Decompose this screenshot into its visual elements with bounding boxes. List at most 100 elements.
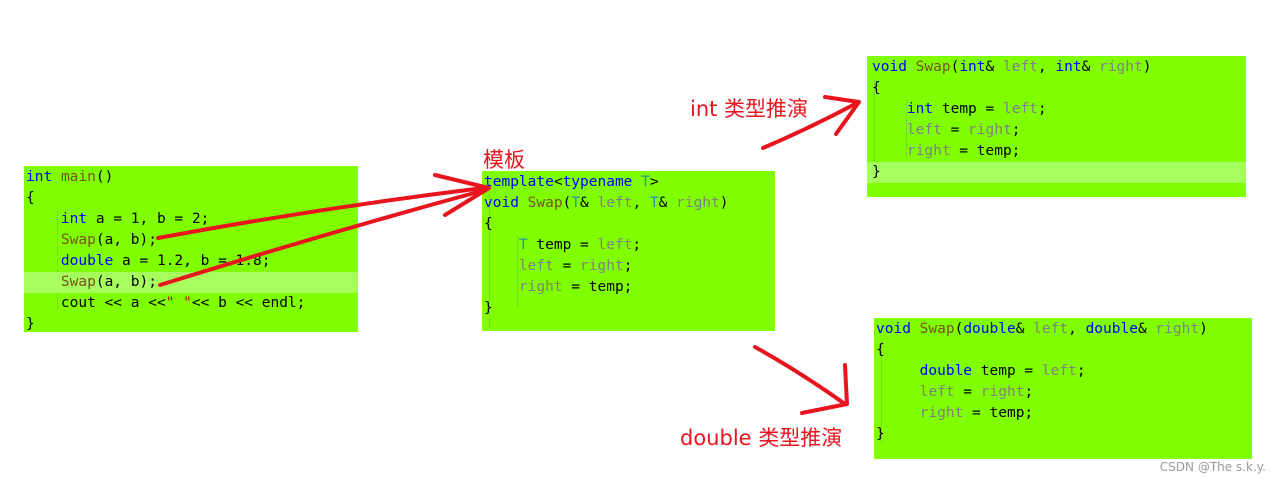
param-right: right [980,384,1025,400]
double-decl-text: a = 1.2, b = 1.8; [113,253,271,269]
code-line-close-brace: } [482,298,775,319]
keyword-void: void [484,195,519,211]
keyword-double: double [1085,321,1138,337]
indent-guide [57,210,58,310]
function-swap: Swap [60,232,96,248]
code-line-left-assign: left = right; [482,256,775,277]
param-right: right [906,143,951,159]
code-line-open-brace: { [874,340,1252,361]
open-brace: { [26,190,35,206]
code-line-close-brace: } [867,162,1246,183]
type-param-t: T [641,174,650,190]
code-line-double-signature: void Swap(double& left, double& right) [874,319,1252,340]
ampersand: & [985,59,1003,75]
arrowhead-double [800,363,849,415]
semicolon: ; [1011,122,1021,138]
code-line-swap-call-int: Swap(a, b); [24,230,358,251]
semicolon: ; [623,258,633,274]
assign-temp: = temp; [950,143,1021,159]
indent-guide [489,194,490,328]
param-right: right [1099,59,1143,75]
int-decl-text: a = 1, b = 2; [87,211,210,227]
template-code-box: template<typename T> void Swap(T& left, … [482,171,775,331]
keyword-typename: typename [562,174,633,190]
param-right: right [968,122,1012,138]
keyword-int: int [1055,59,1082,75]
param-left: left [906,122,942,138]
function-swap: Swap [919,321,955,337]
indent-guide [517,236,518,307]
code-line-open-brace: { [482,214,775,235]
function-main: main [60,169,96,185]
code-line-main-signature: int main() [24,167,358,188]
param-left: left [597,237,633,253]
swap-args: (a, b); [95,274,157,290]
ampersand: & [1137,321,1156,337]
semicolon: ; [632,237,642,253]
code-line-template-decl: template<typename T> [482,172,775,193]
paren-open: ( [950,59,960,75]
int-deduction-label: int 类型推演 [690,97,809,121]
arrowhead-int [823,95,861,136]
type-param-t: T [571,195,581,211]
param-left: left [1002,101,1038,117]
code-line-int-decl: int a = 1, b = 2; [24,209,358,230]
semicolon: ; [1076,363,1086,379]
equals: = [553,258,581,274]
indent-guide [881,341,882,443]
code-line-cout: cout << a <<" "<< b << endl; [24,293,358,314]
keyword-double: double [963,321,1016,337]
paren-open: ( [562,195,572,211]
ampersand: & [580,195,598,211]
code-line-right-assign: right = temp; [482,277,775,298]
function-swap: Swap [915,59,951,75]
equals: = [954,384,981,400]
function-swap: Swap [60,274,96,290]
temp-assign: temp = [972,363,1042,379]
angle-close: > [649,174,659,190]
close-brace: } [872,164,881,180]
semicolon: ; [1024,384,1034,400]
code-line-close-brace: } [24,314,358,335]
temp-assign: temp = [527,237,598,253]
indent-guide [906,100,907,159]
keyword-double: double [919,363,973,379]
close-brace: } [484,300,493,316]
keyword-template: template [484,174,554,190]
param-left: left [1033,321,1069,337]
paren-close: ) [719,195,729,211]
code-line-right-assign: right = temp; [867,141,1246,162]
keyword-void: void [876,321,911,337]
open-brace: { [876,342,885,358]
cout-text-end: << b << endl; [191,295,306,311]
ampersand: & [1015,321,1034,337]
code-line-temp-decl: double temp = left; [874,361,1252,382]
watermark: CSDN @The s.k.y. [1159,460,1266,474]
assign-temp: = temp; [562,279,633,295]
param-right: right [580,258,624,274]
code-line-temp-decl: T temp = left; [482,235,775,256]
param-right: right [518,279,563,295]
comma: , [1037,59,1056,75]
arrow-swap-double-to-template [158,188,487,287]
template-label: 模板 [483,148,525,172]
arrowhead-template [433,173,491,217]
keyword-int: int [959,59,986,75]
keyword-double: double [60,253,114,269]
function-swap: Swap [527,195,563,211]
param-left: left [1041,363,1077,379]
keyword-int: int [60,211,88,227]
param-left: left [518,258,554,274]
assign-temp: = temp; [963,405,1034,421]
code-line-close-brace: } [874,424,1252,445]
open-brace: { [484,216,493,232]
code-line-open-brace: { [867,78,1246,99]
paren-open: ( [954,321,964,337]
angle-open: < [553,174,563,190]
swap-args: (a, b); [95,232,157,248]
type-param-t: T [649,195,659,211]
paren-close: ) [1199,321,1208,337]
open-brace: { [872,80,881,96]
code-line-template-signature: void Swap(T& left, T& right) [482,193,775,214]
